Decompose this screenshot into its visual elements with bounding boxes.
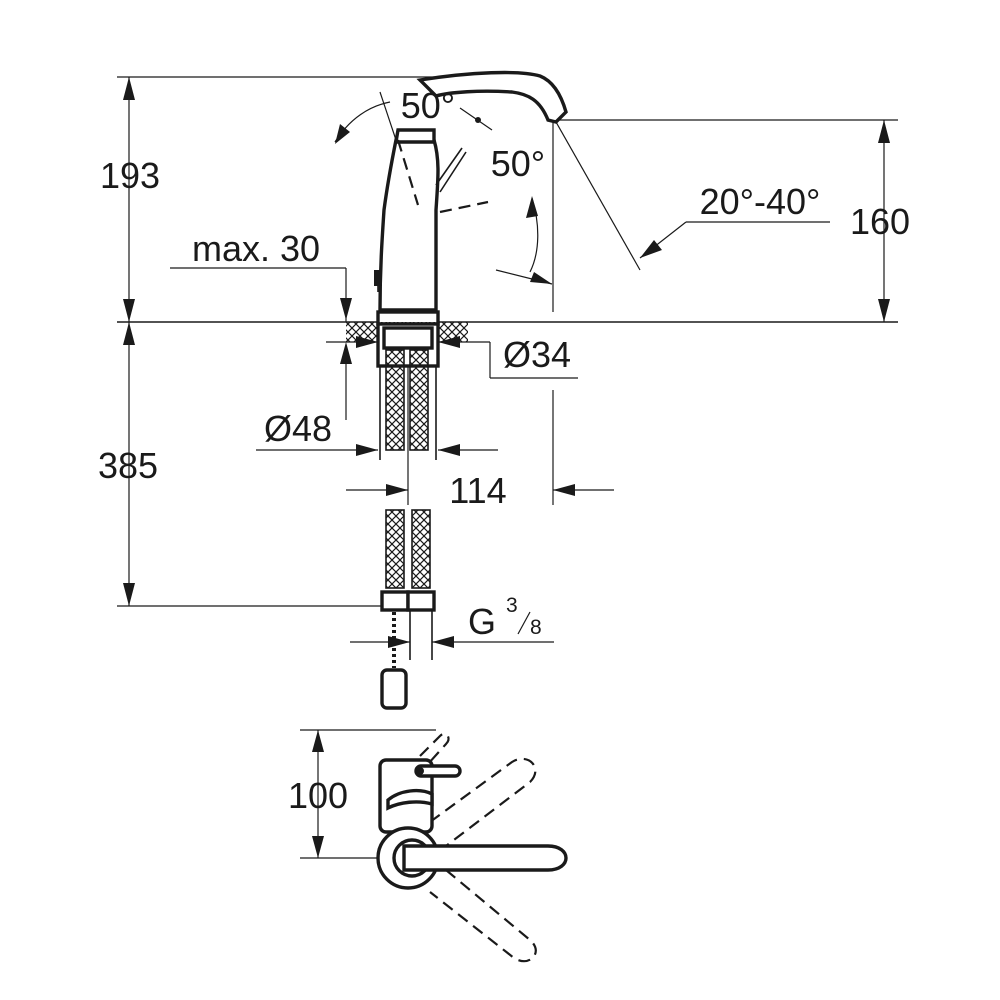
side-view: 193 160 385 max. 30 Ø34 Ø48 <box>98 70 910 710</box>
hose-left-upper <box>385 349 405 451</box>
dim-385-arrow-bottom <box>123 583 135 606</box>
lever-rotated-up-dashed <box>429 757 537 847</box>
hose-left-lower <box>385 509 405 589</box>
dim-385-arrow-top <box>123 322 135 345</box>
d34-arrow-right <box>438 336 460 348</box>
d48-arrow-left <box>356 444 378 456</box>
angle-pivot <box>475 117 481 123</box>
spout-angle-arrow <box>640 240 662 258</box>
thread-fraction-bar <box>517 611 531 635</box>
dim-lever-angle-top: 50° <box>401 85 455 126</box>
max30-arrow-up <box>340 342 352 364</box>
lever-handle-raised <box>435 147 463 186</box>
max30-arrow-down <box>340 298 352 320</box>
lever-knob-pivot <box>416 767 424 775</box>
dim-100-arrow-top <box>312 730 324 752</box>
dim-193-arrow-top <box>123 77 135 100</box>
lever-rotated-down-dashed <box>429 869 537 963</box>
dim-shank-diameter: Ø34 <box>503 334 571 375</box>
angle-arc-top-arrow <box>335 124 350 144</box>
dim-base-diameter: Ø48 <box>264 408 332 449</box>
dim-spout-reach: 114 <box>449 470 506 511</box>
dim-counter-thickness: max. 30 <box>192 228 320 269</box>
dim-connection-thread-num: 3 <box>506 594 518 617</box>
dim-top-view-height: 100 <box>288 775 348 816</box>
angle-ray-top <box>379 91 397 141</box>
lever-position-dashed-side <box>439 200 489 214</box>
lever-position-dashed <box>396 139 420 206</box>
hose-right-lower <box>411 509 431 589</box>
tap-body <box>378 138 440 312</box>
connector-left <box>380 590 410 612</box>
g38-arrow-right <box>432 636 454 648</box>
spout-angle-ray <box>555 121 641 271</box>
d34-arrow-left <box>356 336 378 348</box>
d114-arrow-right <box>553 484 575 496</box>
angle-arc-side-arrow <box>526 196 538 218</box>
angle-arc-side-bottom-arrow <box>530 272 552 284</box>
dim-lever-angle-side: 50° <box>491 143 545 184</box>
lever-handle-raised-edge <box>439 151 467 193</box>
dim-100-arrow-bottom <box>312 836 324 858</box>
spout-top <box>386 788 434 811</box>
pull-rod-weight <box>380 668 408 710</box>
dim-193-arrow-bottom <box>123 299 135 322</box>
dim-below-counter: 385 <box>98 445 158 486</box>
spout-rotated-dashed <box>419 732 450 765</box>
d48-arrow-right <box>438 444 460 456</box>
dim-spout-rotation: 20°-40° <box>700 181 821 222</box>
d114-arrow-left <box>386 484 408 496</box>
top-view: 100 <box>288 729 568 963</box>
spout <box>416 70 568 124</box>
dim-connection-thread: G <box>468 601 496 642</box>
hose-right-upper <box>409 349 429 451</box>
dim-spout-height: 160 <box>850 201 910 242</box>
dim-total-height: 193 <box>100 155 160 196</box>
dim-160-arrow-bottom <box>878 299 890 322</box>
lever-handle-top <box>402 844 568 872</box>
lever <box>393 128 436 144</box>
connector-right <box>406 590 436 612</box>
dim-connection-thread-den: 8 <box>530 616 542 639</box>
g38-arrow-left <box>388 636 410 648</box>
mounting-nut <box>382 326 434 350</box>
dim-160-arrow-top <box>878 120 890 143</box>
popup-knob-tip <box>374 270 382 286</box>
